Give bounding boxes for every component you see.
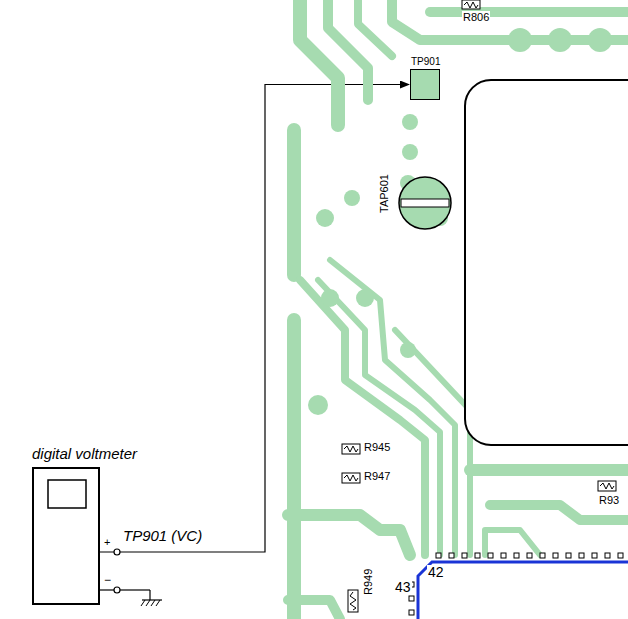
part-name: R949 [362, 568, 374, 596]
part-name: R806 [462, 11, 490, 23]
part-name: R947 [363, 470, 391, 482]
voltmeter-box: digital voltmeter [32, 467, 100, 605]
test-point-pad: TP901 [410, 69, 440, 100]
terminal-sign: − [103, 574, 112, 586]
terminal-sign: + [103, 536, 111, 548]
test-lead [100, 85, 409, 553]
pin-number: 43 [394, 580, 412, 595]
part-name: TAP601 [378, 173, 390, 214]
instrument-name: digital voltmeter [32, 445, 137, 463]
test-point-name: TP901 [411, 56, 440, 67]
signal-name: TP901 (VC) [122, 527, 203, 544]
pin-number: 42 [427, 565, 445, 580]
part-name: R93 [598, 494, 620, 506]
part-name: R945 [363, 441, 391, 453]
